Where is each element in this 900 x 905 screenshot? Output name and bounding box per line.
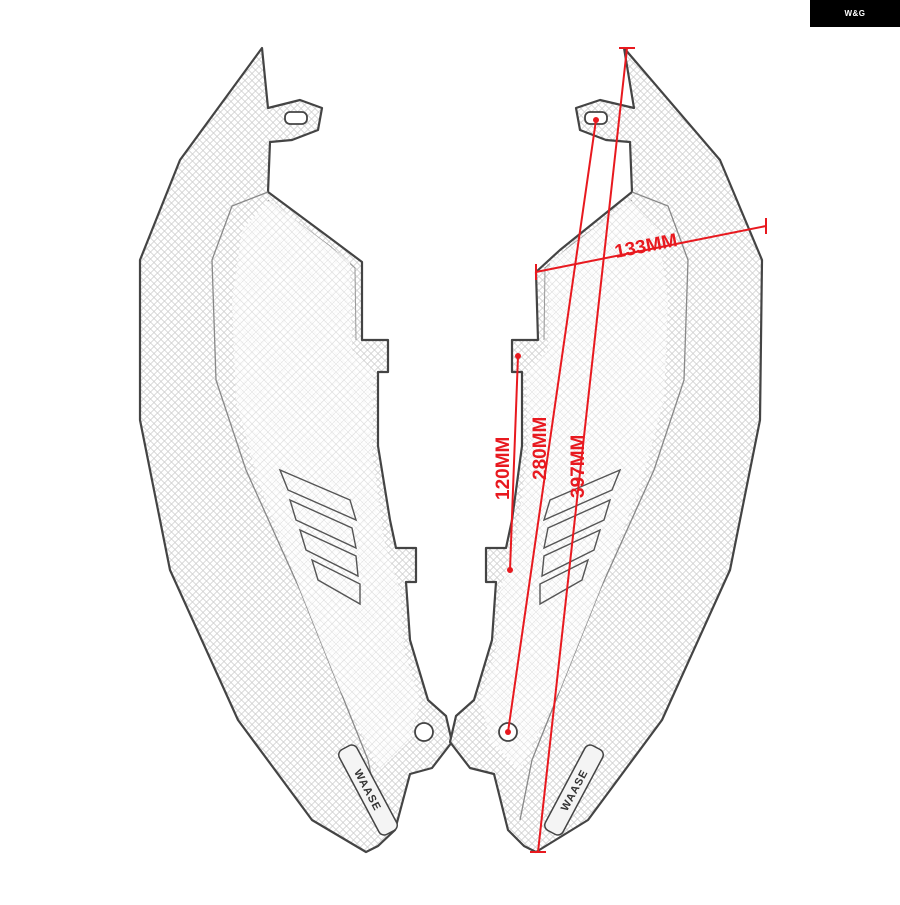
brand-badge-text: W&G [844, 9, 866, 18]
brand-badge: W&G [810, 0, 900, 27]
left-vent-slats [278, 468, 361, 606]
short-mount-dimension-line [509, 355, 519, 571]
length-dimension-line [537, 47, 628, 853]
left-side-panel: WAASE [138, 46, 454, 854]
right-vent-slats [539, 468, 622, 606]
dimension-annotations [505, 47, 767, 853]
mount-span-dimension-line [507, 119, 597, 733]
mount-span-dimension-label: 280MM [530, 417, 551, 480]
right-side-panel: WAASE [448, 46, 764, 854]
length-dimension-label: 397MM [568, 435, 589, 498]
short-mount-dimension-label: 120MM [493, 437, 514, 500]
